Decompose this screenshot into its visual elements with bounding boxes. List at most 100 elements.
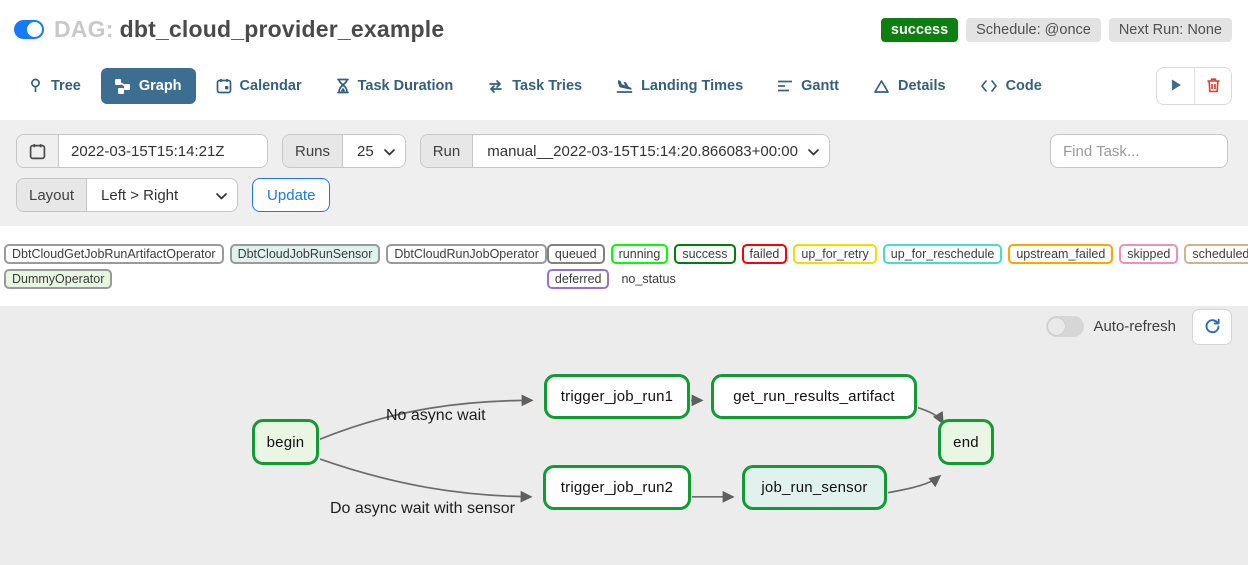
layout-group: Layout Left > Right — [16, 178, 239, 212]
tab-label: Tree — [51, 78, 81, 94]
edge-label-async-sensor: Do async wait with sensor — [330, 500, 515, 517]
tab-task-duration[interactable]: Task Duration — [322, 68, 468, 104]
num-runs-select[interactable]: 25 — [343, 135, 405, 167]
status-legend: queued running success failed up_for_ret… — [546, 244, 1248, 289]
calendar-icon — [216, 78, 232, 94]
trash-icon — [1206, 77, 1221, 96]
tab-tree[interactable]: Tree — [14, 68, 95, 104]
layout-select[interactable]: Left > Right — [87, 179, 238, 211]
trigger-dag-button[interactable] — [1157, 68, 1194, 104]
no-status-label: no_status — [621, 272, 676, 286]
edge-label-no-async: No async wait — [386, 407, 486, 424]
schedule-badge: Schedule: @once — [966, 17, 1101, 42]
dag-prefix-label: DAG: — [54, 16, 114, 42]
status-filter-badge[interactable]: deferred — [546, 269, 610, 289]
filter-panel: Runs 25 Run manual__2022-03-15T15:14:20.… — [0, 120, 1248, 226]
dag-name: dbt_cloud_provider_example — [119, 16, 445, 42]
status-filter-badge[interactable]: up_for_reschedule — [882, 244, 1003, 264]
tab-gantt[interactable]: Gantt — [763, 68, 853, 104]
tab-label: Task Tries — [512, 78, 583, 94]
status-filter-badge[interactable]: skipped — [1119, 244, 1179, 264]
next-run-badge: Next Run: None — [1108, 17, 1232, 42]
tab-code[interactable]: Code — [966, 68, 1056, 104]
edge-begin-run2 — [319, 458, 533, 503]
gantt-bars-icon — [777, 79, 793, 93]
tab-label: Landing Times — [641, 78, 744, 94]
tab-label: Gantt — [801, 78, 839, 94]
operator-badge: DbtCloudGetJobRunArtifactOperator — [4, 244, 224, 264]
refresh-button[interactable] — [1192, 309, 1232, 345]
view-tabbar: Tree Graph Calendar Task Duration Task T… — [0, 67, 1248, 105]
hourglass-icon — [336, 78, 350, 94]
chevron-down-icon — [383, 143, 395, 160]
layout-selected-value: Left > Right — [101, 186, 179, 204]
toggle-knob — [1048, 318, 1066, 335]
status-filter-badge[interactable]: queued — [546, 244, 605, 264]
num-runs-group: Runs 25 — [282, 134, 406, 168]
auto-refresh-label: Auto-refresh — [1093, 318, 1176, 335]
tab-label: Calendar — [239, 78, 302, 94]
repeat-icon — [487, 79, 504, 94]
status-filter-badge[interactable]: success — [674, 244, 736, 264]
edge-begin-run1 — [319, 394, 534, 440]
dag-actions — [1156, 67, 1232, 105]
chevron-down-icon — [808, 143, 819, 160]
edge-artifact-end — [917, 406, 944, 425]
delete-dag-button[interactable] — [1194, 68, 1231, 104]
run-selected-value: manual__2022-03-15T15:14:20.866083+00:00 — [487, 142, 798, 160]
layout-label: Layout — [17, 179, 88, 211]
task-node-trigger-job-run1[interactable]: trigger_job_run1 — [544, 374, 690, 419]
status-badge: success — [880, 17, 959, 42]
find-task-input[interactable] — [1050, 134, 1228, 168]
edge-sensor-end — [887, 474, 942, 494]
graph-icon — [114, 78, 131, 94]
tab-calendar[interactable]: Calendar — [202, 68, 316, 104]
legend: DbtCloudGetJobRunArtifactOperator DbtClo… — [0, 226, 1248, 289]
run-label: Run — [420, 135, 474, 167]
task-node-trigger-job-run2[interactable]: trigger_job_run2 — [543, 465, 691, 510]
tab-landing-times[interactable]: Landing Times — [602, 68, 757, 104]
task-node-begin[interactable]: begin — [252, 419, 319, 465]
status-filter-badge[interactable]: up_for_retry — [793, 244, 877, 264]
tab-label: Details — [898, 78, 946, 94]
dag-graph-panel: Auto-refresh No async wait Do async wait… — [0, 306, 1248, 565]
dag-pause-toggle[interactable] — [14, 20, 44, 39]
tab-label: Code — [1005, 78, 1042, 94]
operator-badge: DbtCloudJobRunSensor — [229, 244, 381, 264]
tree-icon — [28, 78, 43, 94]
dag-edges — [319, 394, 944, 503]
triangle-icon — [873, 79, 890, 94]
operator-badge: DummyOperator — [4, 269, 113, 289]
chevron-down-icon — [216, 187, 227, 204]
tab-graph[interactable]: Graph — [100, 68, 196, 104]
task-node-get-run-results-artifact[interactable]: get_run_results_artifact — [711, 374, 917, 419]
dag-run-select[interactable]: manual__2022-03-15T15:14:20.866083+00:00 — [473, 135, 829, 167]
auto-refresh-toggle[interactable] — [1046, 316, 1085, 337]
tab-label: Task Duration — [357, 78, 454, 94]
base-date-group — [16, 134, 268, 168]
runs-label: Runs — [283, 135, 344, 167]
tab-details[interactable]: Details — [859, 68, 960, 104]
base-date-input[interactable] — [59, 135, 267, 167]
operator-badge: DbtCloudRunJobOperator — [386, 244, 547, 264]
tab-task-tries[interactable]: Task Tries — [473, 68, 596, 104]
operator-legend: DbtCloudGetJobRunArtifactOperator DbtClo… — [4, 244, 547, 289]
dag-header: DAG:dbt_cloud_provider_example success S… — [0, 0, 1248, 43]
task-node-end[interactable]: end — [938, 419, 994, 465]
runs-selected-value: 25 — [357, 142, 374, 160]
refresh-icon — [1204, 317, 1221, 337]
status-filter-badge[interactable]: failed — [741, 244, 788, 264]
plane-landing-icon — [616, 78, 633, 94]
code-icon — [980, 79, 998, 93]
task-node-job-run-sensor[interactable]: job_run_sensor — [742, 465, 887, 510]
auto-refresh-control: Auto-refresh — [1046, 316, 1176, 337]
run-select-group: Run manual__2022-03-15T15:14:20.866083+0… — [419, 134, 830, 168]
status-filter-badge[interactable]: scheduled — [1184, 244, 1248, 264]
toggle-knob — [27, 22, 42, 37]
update-button[interactable]: Update — [252, 178, 331, 212]
calendar-picker-icon[interactable] — [17, 135, 59, 167]
play-icon — [1169, 78, 1183, 95]
status-filter-badge[interactable]: upstream_failed — [1008, 244, 1114, 264]
page-title: DAG:dbt_cloud_provider_example — [54, 16, 444, 43]
status-filter-badge[interactable]: running — [610, 244, 669, 264]
